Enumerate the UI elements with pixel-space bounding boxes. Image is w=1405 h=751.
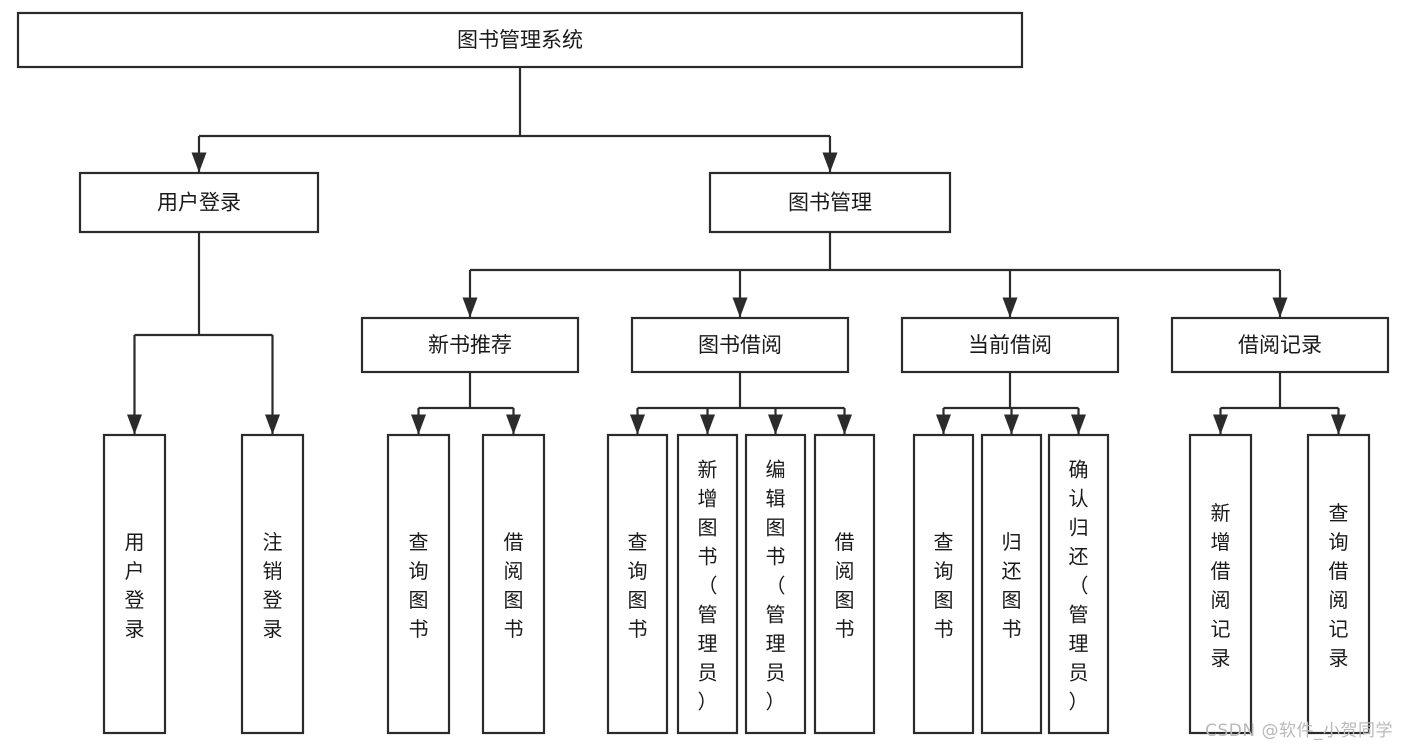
leaf-node-label: 确认归还（管理员） (1069, 458, 1089, 714)
level3-node-box (630, 316, 850, 374)
book-mgmt-to-level3-arrow-4 (1272, 297, 1288, 318)
group-4-to-leaves-arrow-2 (1331, 414, 1346, 435)
group-4-to-leaves-arrow-1 (1213, 414, 1228, 435)
level3-node-4[interactable]: 借阅记录 (1170, 316, 1390, 374)
level3-node-box (1170, 316, 1390, 374)
leaf-node-box (980, 433, 1043, 735)
group-3-to-leaves-arrow-3 (1071, 414, 1086, 435)
group-1-to-leaves-arrow-2 (506, 414, 521, 435)
csdn-watermark: CSDN @软件_小贺同学 (1205, 721, 1393, 741)
root-to-level2-arrow-1 (191, 152, 207, 173)
leaf-node-box (102, 433, 167, 735)
group-2-to-leaves-arrow-1 (630, 414, 645, 435)
leaf-node-11[interactable]: 确认归还（管理员） (1047, 433, 1110, 735)
leaf-node-6[interactable]: 新增图书（管理员） (676, 433, 739, 735)
leaf-node-5[interactable]: 查询图书 (606, 433, 669, 735)
leaf-node-label: 查询图书 (934, 530, 954, 641)
level2-node-box (708, 171, 952, 234)
leaf-node-4[interactable]: 借阅图书 (481, 433, 546, 735)
root-node-box (16, 11, 1024, 69)
leaf-node-box (386, 433, 451, 735)
leaf-node-box (1306, 433, 1371, 735)
level2-node-2[interactable]: 图书管理 (708, 171, 952, 234)
book-mgmt-to-level3-arrow-1 (462, 297, 478, 318)
leaf-node-box (481, 433, 546, 735)
group-2-to-leaves-arrow-3 (768, 414, 783, 435)
user-login-to-leaves-arrow-1 (127, 414, 142, 435)
level2-node-label: 用户登录 (157, 191, 241, 215)
level3-node-2[interactable]: 图书借阅 (630, 316, 850, 374)
leaf-node-7[interactable]: 编辑图书（管理员） (744, 433, 807, 735)
level3-node-label: 新书推荐 (428, 333, 512, 357)
level3-node-box (360, 316, 580, 374)
leaf-node-3[interactable]: 查询图书 (386, 433, 451, 735)
leaf-node-13[interactable]: 查询借阅记录 (1306, 433, 1371, 735)
leaf-node-2[interactable]: 注销登录 (240, 433, 305, 735)
nodes-layer: 图书管理系统用户登录图书管理新书推荐图书借阅当前借阅借阅记录用户登录注销登录查询… (16, 11, 1390, 735)
level2-node-1[interactable]: 用户登录 (78, 171, 320, 234)
leaf-node-label: 查询图书 (628, 530, 648, 641)
level3-node-label: 当前借阅 (968, 333, 1052, 357)
leaf-node-label: 注销登录 (263, 530, 283, 641)
level2-node-box (78, 171, 320, 234)
leaf-node-label: 归还图书 (1002, 530, 1022, 641)
book-mgmt-to-level3-arrow-3 (1002, 297, 1018, 318)
leaf-node-label: 借阅图书 (835, 530, 855, 641)
level3-node-label: 借阅记录 (1238, 333, 1322, 357)
leaf-node-10[interactable]: 归还图书 (980, 433, 1043, 735)
level2-node-label: 图书管理 (788, 191, 872, 215)
leaf-node-label: 编辑图书（管理员） (766, 458, 786, 714)
user-login-to-leaves-arrow-2 (265, 414, 280, 435)
level3-node-1[interactable]: 新书推荐 (360, 316, 580, 374)
root-node-1[interactable]: 图书管理系统 (16, 11, 1024, 69)
leaf-node-12[interactable]: 新增借阅记录 (1188, 433, 1253, 735)
leaf-node-1[interactable]: 用户登录 (102, 433, 167, 735)
leaf-node-label: 用户登录 (125, 530, 145, 641)
root-to-level2-arrow-2 (822, 152, 838, 173)
leaf-node-label: 查询借阅记录 (1329, 501, 1349, 670)
group-3-to-leaves-arrow-2 (1004, 414, 1019, 435)
leaf-node-label: 借阅图书 (504, 530, 524, 641)
leaf-node-label: 新增图书（管理员） (698, 458, 718, 714)
level3-node-3[interactable]: 当前借阅 (900, 316, 1120, 374)
level3-node-label: 图书借阅 (698, 333, 782, 357)
leaf-node-9[interactable]: 查询图书 (912, 433, 975, 735)
edges-layer (127, 67, 1346, 435)
book-mgmt-to-level3-arrow-2 (732, 297, 748, 318)
leaf-node-box (813, 433, 876, 735)
leaf-node-box (1188, 433, 1253, 735)
level3-node-box (900, 316, 1120, 374)
root-node-label: 图书管理系统 (457, 28, 583, 52)
leaf-node-box (1047, 433, 1110, 735)
leaf-node-box (240, 433, 305, 735)
group-2-to-leaves-arrow-4 (837, 414, 852, 435)
group-2-to-leaves-arrow-2 (700, 414, 715, 435)
group-3-to-leaves-arrow-1 (936, 414, 951, 435)
leaf-node-label: 查询图书 (409, 530, 429, 641)
leaf-node-box (606, 433, 669, 735)
leaf-node-8[interactable]: 借阅图书 (813, 433, 876, 735)
group-1-to-leaves-arrow-1 (411, 414, 426, 435)
leaf-node-box (744, 433, 807, 735)
leaf-node-box (912, 433, 975, 735)
leaf-node-label: 新增借阅记录 (1211, 501, 1231, 670)
leaf-node-box (676, 433, 739, 735)
